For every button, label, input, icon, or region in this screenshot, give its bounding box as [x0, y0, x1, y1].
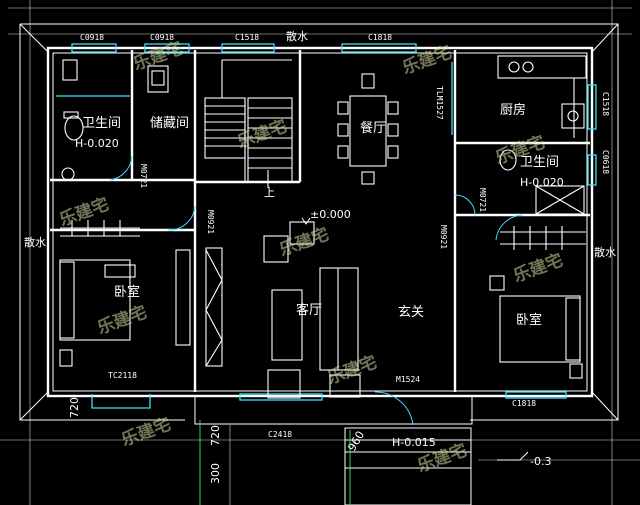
dim-720-left: 720 — [68, 397, 81, 418]
room-labels: 卫生间 储藏间 餐厅 厨房 卫生间 卧室 客厅 玄关 卧室 — [82, 102, 559, 328]
dimension-labels: 720 720 300 960 — [68, 397, 367, 484]
code-c0918-b: C0918 — [150, 33, 174, 42]
opening-codes: C0918 C0918 C1518 C1818 C1518 C0618 TLM1… — [80, 33, 610, 439]
watermark-3: 乐建宅 — [235, 116, 290, 153]
watermark-8: 乐建宅 — [95, 302, 150, 339]
room-storage: 储藏间 — [150, 116, 189, 131]
code-c1818-bottom: C1818 — [512, 399, 536, 408]
code-c1518-right: C1518 — [601, 92, 610, 116]
watermark-5: 乐建宅 — [277, 224, 332, 261]
apron-label-left: 散水 — [24, 235, 46, 249]
apron-labels: 散水 散水 散水 上 — [24, 29, 616, 259]
elev-porch: H-0.015 — [392, 436, 436, 449]
dining-table — [337, 73, 399, 185]
code-m0921-left: M0921 — [206, 210, 215, 234]
code-c0618: C0618 — [601, 150, 610, 174]
elev-main-floor: ±0.000 — [310, 208, 351, 221]
porch-steps — [199, 420, 529, 505]
interior-walls — [50, 50, 590, 392]
kitchen-fixtures — [497, 55, 587, 138]
storage-fixtures — [147, 65, 169, 93]
code-m0721-left: M0721 — [139, 164, 148, 188]
watermark-9: 乐建宅 — [325, 352, 380, 389]
stair-up-label: 上 — [264, 186, 275, 199]
doors — [109, 155, 524, 426]
apron-label-top: 散水 — [286, 29, 308, 43]
right-bedroom-furniture — [489, 226, 586, 379]
dim-960: 960 — [345, 429, 367, 454]
code-tlm: TLM1527 — [435, 86, 444, 120]
outer-walls — [46, 46, 594, 425]
left-bedroom-furniture — [59, 220, 191, 367]
room-bathroom-right: 卫生间 — [520, 155, 559, 170]
room-kitchen: 厨房 — [500, 102, 526, 118]
apron-outline — [19, 23, 619, 421]
elev-bath-left: H-0.020 — [75, 137, 119, 150]
room-entry: 玄关 — [398, 305, 424, 320]
room-bedroom-right: 卧室 — [516, 312, 542, 328]
room-dining: 餐厅 — [360, 120, 386, 136]
watermark-7: 乐建宅 — [511, 250, 566, 287]
watermark-2: 乐建宅 — [131, 38, 186, 75]
code-m0721-right: M0721 — [478, 188, 487, 212]
left-bathroom-fixtures — [61, 59, 84, 181]
code-c2418: C2418 — [268, 430, 292, 439]
elevation-marks: H-0.020 H-0.020 ±0.000 H-0.015 -0.3 — [75, 137, 564, 468]
right-bathroom-fixtures — [499, 149, 585, 215]
room-bathroom-left: 卫生间 — [82, 116, 121, 131]
code-c1818-top: C1818 — [368, 33, 392, 42]
staircase — [204, 59, 293, 188]
dim-300: 300 — [209, 463, 222, 484]
room-bedroom-left: 卧室 — [114, 284, 140, 300]
windows — [56, 43, 597, 409]
watermark-10: 乐建宅 — [119, 414, 174, 451]
dim-720-center: 720 — [209, 425, 222, 446]
apron-label-right: 散水 — [594, 245, 616, 259]
code-m1524: M1524 — [396, 375, 420, 384]
elev-bath-right: H-0.020 — [520, 176, 564, 189]
room-living: 客厅 — [296, 302, 322, 318]
living-furniture — [205, 221, 361, 399]
watermark-4: 乐建宅 — [57, 194, 112, 231]
code-c0918-a: C0918 — [80, 33, 104, 42]
code-c1518-top: C1518 — [235, 33, 259, 42]
elev-ground: -0.3 — [530, 455, 551, 468]
code-m0921-right: M0921 — [439, 225, 448, 249]
code-tc2118: TC2118 — [108, 371, 137, 380]
